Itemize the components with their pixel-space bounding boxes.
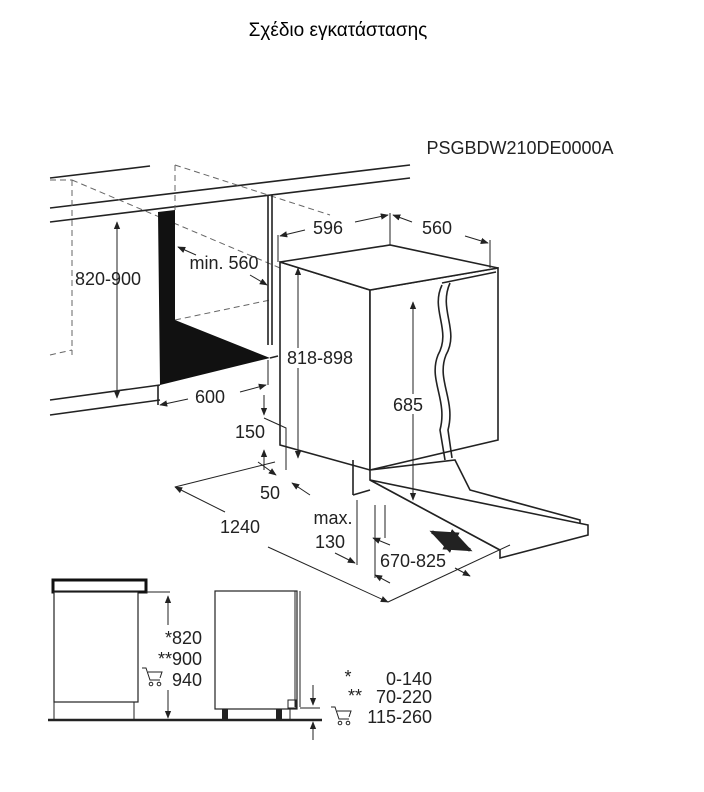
appliance-width-label: 596: [313, 218, 343, 238]
appliance-depth-label: 560: [422, 218, 452, 238]
niche-height-label: 820-900: [75, 269, 141, 289]
adjust-mark-2: **: [348, 686, 362, 706]
height-820-label: *820: [165, 628, 202, 648]
appliance-height-label: 818-898: [287, 348, 353, 368]
max-label: max.: [313, 508, 352, 528]
model-code: PSGBDW210DE0000A: [426, 138, 613, 158]
adjust-mark-1: *: [344, 667, 351, 687]
side-view-appliance: [214, 590, 301, 720]
total-depth-label: 1240: [220, 517, 260, 537]
side-view-cabinet: [48, 578, 322, 722]
plinth-height-label: 150: [235, 422, 265, 442]
adjust-range-2: 70-220: [376, 687, 432, 707]
niche-side-panel: [158, 210, 270, 385]
plinth-setback-label: 50: [260, 483, 280, 503]
door-projection-label: 670-825: [380, 551, 446, 571]
niche-min-depth-label: min. 560: [189, 253, 258, 273]
max-value-label: 130: [315, 532, 345, 552]
cart-icon: [331, 706, 352, 726]
door-movement-arrow: [429, 529, 473, 553]
adjust-range-1: 0-140: [386, 669, 432, 689]
kitchen-niche: [49, 164, 411, 416]
niche-width-label: 600: [195, 387, 225, 407]
height-900-label: **900: [158, 649, 202, 669]
height-940-label: 940: [172, 670, 202, 690]
page-title: Σχέδιο εγκατάστασης: [248, 20, 428, 41]
adjust-range-3: 115-260: [367, 707, 432, 727]
cart-icon: [142, 667, 163, 687]
door-height-label: 685: [393, 395, 423, 415]
